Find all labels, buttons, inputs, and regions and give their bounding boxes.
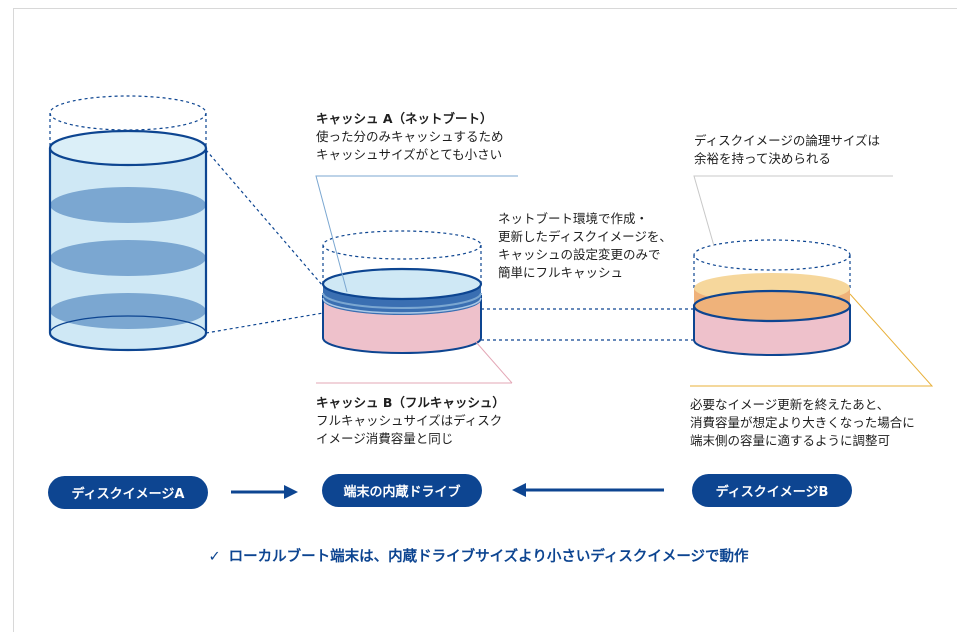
drive-logical-top xyxy=(322,230,482,260)
adjust-line-3: 端末側の容量に適するように調整可 xyxy=(690,433,891,448)
cache-b-line-1: フルキャッシュサイズはディスク xyxy=(316,413,503,428)
disk-a-bottom-outline xyxy=(48,332,208,352)
disk-a-logical-top xyxy=(49,95,207,131)
internal-drive-label: 端末の内蔵ドライブ xyxy=(322,474,482,507)
netboot-env-line-3: キャッシュの設定変更のみで xyxy=(498,247,661,262)
disk-a-band-3 xyxy=(50,293,206,329)
footer-note: ✓ ローカルブート端末は、内蔵ドライブサイズより小さいディスクイメージで動作 xyxy=(0,545,957,566)
disk-image-a-cylinder xyxy=(48,95,208,352)
connector-a-top xyxy=(205,149,324,287)
disk-a-band-2 xyxy=(50,240,206,276)
drive-top xyxy=(321,267,483,301)
cache-b-title: キャッシュ B（フルキャッシュ） xyxy=(316,395,505,410)
annotation-netboot-env: ネットブート環境で作成・ 更新したディスクイメージを、 キャッシュの設定変更のみ… xyxy=(498,210,672,282)
annotation-logical-size: ディスクイメージの論理サイズは 余裕を持って決められる xyxy=(694,132,880,168)
diagram-frame xyxy=(13,8,957,632)
callout-cache-a xyxy=(315,175,518,293)
adjust-line-2: 消費容量が想定より大きくなった場合に xyxy=(690,415,915,430)
callout-logical-size xyxy=(693,175,893,247)
disk-image-b-cylinder xyxy=(692,239,852,356)
adjust-line-1: 必要なイメージ更新を終えたあと、 xyxy=(690,397,890,412)
cache-a-line-1: 使った分のみキャッシュするため xyxy=(316,129,504,144)
arrow-right-head xyxy=(284,485,298,499)
cache-a-line-2: キャッシュサイズがとても小さい xyxy=(316,147,503,162)
cache-a-title: キャッシュ A（ネットブート） xyxy=(316,111,493,126)
footer-note-text: ローカルブート端末は、内蔵ドライブサイズより小さいディスクイメージで動作 xyxy=(228,549,749,565)
connector-a-bottom xyxy=(205,312,324,334)
logical-size-line-1: ディスクイメージの論理サイズは xyxy=(694,133,881,148)
disk-image-a-label: ディスクイメージA xyxy=(48,476,208,509)
disk-b-top-outline xyxy=(692,289,852,323)
annotation-cache-a: キャッシュ A（ネットブート） 使った分のみキャッシュするため キャッシュサイズ… xyxy=(316,110,504,164)
disk-a-top xyxy=(48,129,208,167)
check-icon: ✓ xyxy=(208,549,221,565)
disk-image-b-label: ディスクイメージB xyxy=(692,474,852,507)
netboot-env-line-4: 簡単にフルキャッシュ xyxy=(498,265,624,280)
internal-drive-cylinder xyxy=(321,230,483,354)
callout-cache-b xyxy=(316,341,513,384)
logical-size-line-2: 余裕を持って決められる xyxy=(694,151,831,166)
disk-a-band-1 xyxy=(50,187,206,223)
netboot-env-line-2: 更新したディスクイメージを、 xyxy=(498,229,672,244)
flow-arrows xyxy=(231,483,664,499)
callout-adjust xyxy=(690,293,934,387)
disk-b-logical-top xyxy=(693,239,851,271)
disk-a-bottom-back xyxy=(49,315,207,334)
annotation-cache-b: キャッシュ B（フルキャッシュ） フルキャッシュサイズはディスク イメージ消費容… xyxy=(316,394,505,448)
cache-b-line-2: イメージ消費容量と同じ xyxy=(316,431,454,446)
netboot-env-line-1: ネットブート環境で作成・ xyxy=(498,211,649,226)
annotation-adjust: 必要なイメージ更新を終えたあと、 消費容量が想定より大きくなった場合に 端末側の… xyxy=(690,396,915,450)
arrow-left-head xyxy=(512,483,526,497)
callout-lines xyxy=(315,175,934,387)
